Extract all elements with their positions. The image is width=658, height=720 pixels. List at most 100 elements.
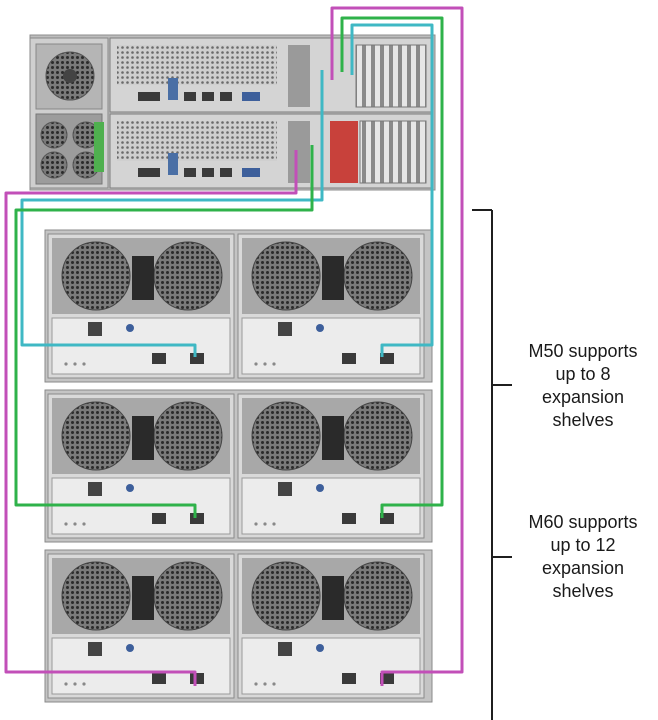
m50-capacity-note: M50 supports up to 8 expansion shelves xyxy=(508,340,658,432)
status-led-icon xyxy=(126,324,134,332)
shelf-fan-icon xyxy=(61,401,131,471)
capacity-bracket xyxy=(472,209,512,720)
indicator-dot xyxy=(254,362,258,366)
status-led-icon xyxy=(316,324,324,332)
status-led-icon xyxy=(316,644,324,652)
sas-port-icon xyxy=(190,353,204,364)
indicator-dot xyxy=(64,682,68,686)
sas-port-icon xyxy=(342,353,356,364)
psu-fan-icon xyxy=(40,151,68,179)
shelf-fan-icon xyxy=(251,401,321,471)
shelf-fan-icon xyxy=(343,401,413,471)
latch-icon xyxy=(278,482,292,496)
power-connector-icon xyxy=(132,416,154,460)
shelf-fan-icon xyxy=(251,561,321,631)
indicator-dot xyxy=(272,682,276,686)
sas-cables xyxy=(4,6,464,686)
psu-fan-icon xyxy=(40,121,68,149)
indicator-dot xyxy=(272,522,276,526)
power-connector-icon xyxy=(322,256,344,300)
indicator-dot xyxy=(82,362,86,366)
m50-line-1: M50 supports xyxy=(528,341,638,361)
m60-line-1: M60 supports xyxy=(528,512,638,532)
io-module xyxy=(51,637,231,695)
io-module xyxy=(241,637,421,695)
latch-icon xyxy=(278,642,292,656)
shelf-psu-2 xyxy=(237,233,425,379)
ethernet-port-icon xyxy=(202,92,214,101)
cable-green-right xyxy=(340,16,444,518)
ethernet-port-icon xyxy=(220,92,232,101)
usb-port-icon xyxy=(168,153,178,175)
ethernet-port-icon xyxy=(184,168,196,177)
m50-line-3: expansion xyxy=(541,387,625,407)
controller-unit xyxy=(29,34,436,191)
indicator-dot xyxy=(272,362,276,366)
controller-psu-column xyxy=(29,37,109,189)
shelf-psu-1 xyxy=(47,393,235,539)
vga-port-icon xyxy=(138,92,160,101)
m60-line-2: up to 12 xyxy=(550,535,616,555)
latch-icon xyxy=(88,642,102,656)
indicator-dot xyxy=(82,682,86,686)
power-connector-icon xyxy=(132,576,154,620)
power-connector-icon xyxy=(132,256,154,300)
shelf-fan-icon xyxy=(153,401,223,471)
sas-port-icon xyxy=(342,513,356,524)
cable-magenta-right xyxy=(330,6,464,686)
sas-port-icon xyxy=(190,513,204,524)
shelf-fan-icon xyxy=(343,241,413,311)
sas-port-icon xyxy=(342,673,356,684)
indicator-dot xyxy=(73,682,77,686)
indicator-dot xyxy=(254,522,258,526)
indicator-dot xyxy=(73,522,77,526)
m50-line-4: shelves xyxy=(552,410,614,430)
indicator-dot xyxy=(254,682,258,686)
sas-port-icon xyxy=(152,673,166,684)
cable-cyan-right xyxy=(350,23,434,357)
ethernet-port-icon xyxy=(184,92,196,101)
power-connector-icon xyxy=(322,416,344,460)
shelf-fan-icon xyxy=(251,241,321,311)
indicator-dot xyxy=(82,522,86,526)
shelf-psu-2 xyxy=(237,553,425,699)
m60-capacity-note: M60 supports up to 12 expansion shelves xyxy=(508,511,658,603)
latch-icon xyxy=(88,482,102,496)
sas-port-icon xyxy=(190,673,204,684)
status-led-icon xyxy=(126,644,134,652)
shelf-fan-icon xyxy=(61,561,131,631)
power-connector-icon xyxy=(322,576,344,620)
indicator-dot xyxy=(73,362,77,366)
expansion-shelf-3 xyxy=(44,549,433,703)
status-led-icon xyxy=(126,484,134,492)
controller-1 xyxy=(109,37,433,113)
m50-line-2: up to 8 xyxy=(555,364,611,384)
cable-cyan-left xyxy=(20,70,324,357)
shelf-psu-1 xyxy=(47,233,235,379)
expansion-shelf-2 xyxy=(44,389,433,543)
serial-port-icon xyxy=(242,92,260,101)
m60-line-3: expansion xyxy=(541,558,625,578)
latch-icon xyxy=(278,322,292,336)
indicator-dot xyxy=(263,522,267,526)
shelf-fan-icon xyxy=(61,241,131,311)
ethernet-port-icon xyxy=(202,168,214,177)
shelf-psu-1 xyxy=(47,553,235,699)
indicator-dot xyxy=(263,682,267,686)
latch-icon xyxy=(88,322,102,336)
m60-line-4: shelves xyxy=(552,581,614,601)
indicator-dot xyxy=(64,522,68,526)
indicator-dot xyxy=(64,362,68,366)
shelf-psu-2 xyxy=(237,393,425,539)
red-hba-card xyxy=(330,121,358,183)
serial-port-icon xyxy=(242,168,260,177)
status-led-icon xyxy=(316,484,324,492)
cable-magenta-left xyxy=(4,150,298,686)
sas-port-icon xyxy=(152,353,166,364)
expansion-shelf-1 xyxy=(44,229,433,383)
vga-port-icon xyxy=(138,168,160,177)
shelf-fan-icon xyxy=(343,561,413,631)
expansion-shelves xyxy=(44,229,433,703)
